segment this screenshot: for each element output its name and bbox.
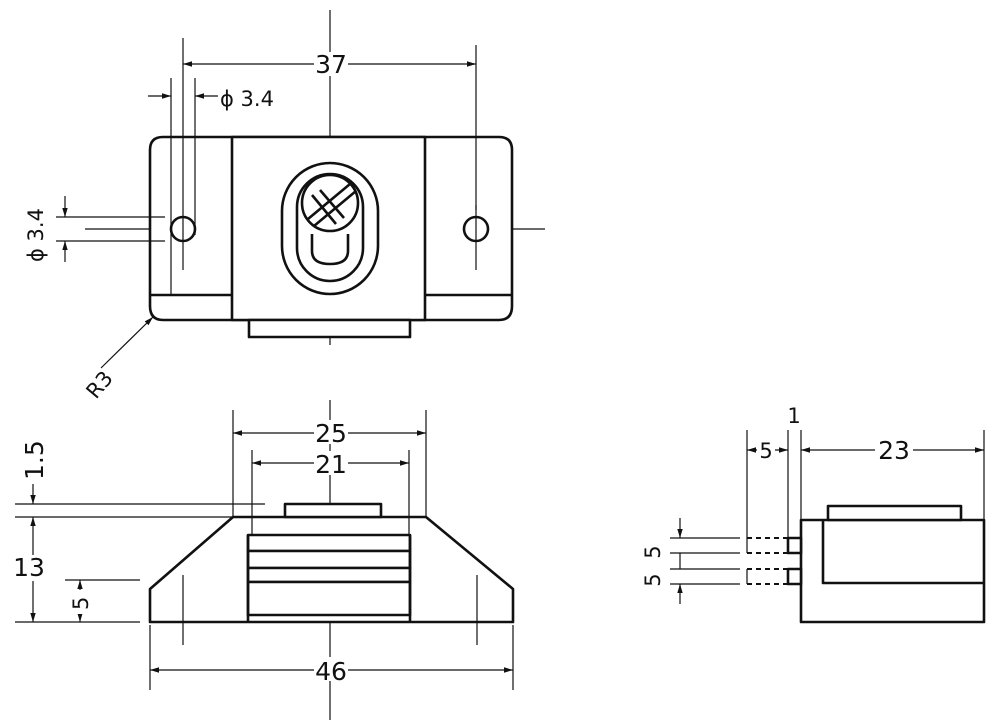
top-view-bottom-tab <box>247 318 412 339</box>
dim-hole-dia-top: ϕ 3.4 <box>148 78 274 295</box>
front-view-top-boss <box>283 502 383 519</box>
dim-5-front-label: 5 <box>69 597 93 610</box>
dim-depth-5-label: 5 <box>759 439 772 463</box>
dim-hole-dia-side-label: ϕ 3.4 <box>24 208 48 262</box>
dim-13-label: 13 <box>13 553 45 582</box>
dim-radius-label: R3 <box>81 366 117 403</box>
dim-37-label: 37 <box>315 50 347 79</box>
dim-hole-dia-side: ϕ 3.4 <box>24 196 165 262</box>
dim-spacing-5a-label: 5 <box>641 545 665 558</box>
dim-depth-1-label: 1 <box>787 404 800 428</box>
side-view-top-plate <box>826 504 963 522</box>
dim-37: 37 <box>182 38 477 270</box>
dim-depth-23-label: 23 <box>878 436 910 465</box>
side-view <box>746 504 986 624</box>
dim-21-label: 21 <box>315 450 347 479</box>
dim-25: 25 <box>232 410 427 517</box>
dim-21: 21 <box>251 450 410 535</box>
dim-13: 13 <box>10 517 140 623</box>
dim-1-5-label: 1.5 <box>20 440 49 480</box>
pin-lower <box>786 567 803 586</box>
front-view <box>148 400 515 720</box>
dim-5-front: 5 <box>65 579 140 622</box>
side-view-body <box>799 518 986 624</box>
dim-1-5: 1.5 <box>15 440 265 518</box>
dim-side-spacing: 5 5 <box>641 518 740 604</box>
dim-spacing-5b-label: 5 <box>641 573 665 586</box>
dim-side-top: 5 1 23 <box>746 404 985 538</box>
top-view <box>85 10 545 345</box>
dim-46: 46 <box>149 625 514 690</box>
oval-slot-outer <box>280 161 380 296</box>
dim-hole-dia-top-label: ϕ 3.4 <box>220 87 274 111</box>
pin-upper <box>786 536 803 555</box>
dim-25-label: 25 <box>315 419 347 448</box>
dim-radius: R3 <box>81 316 154 403</box>
dim-46-label: 46 <box>315 657 347 686</box>
